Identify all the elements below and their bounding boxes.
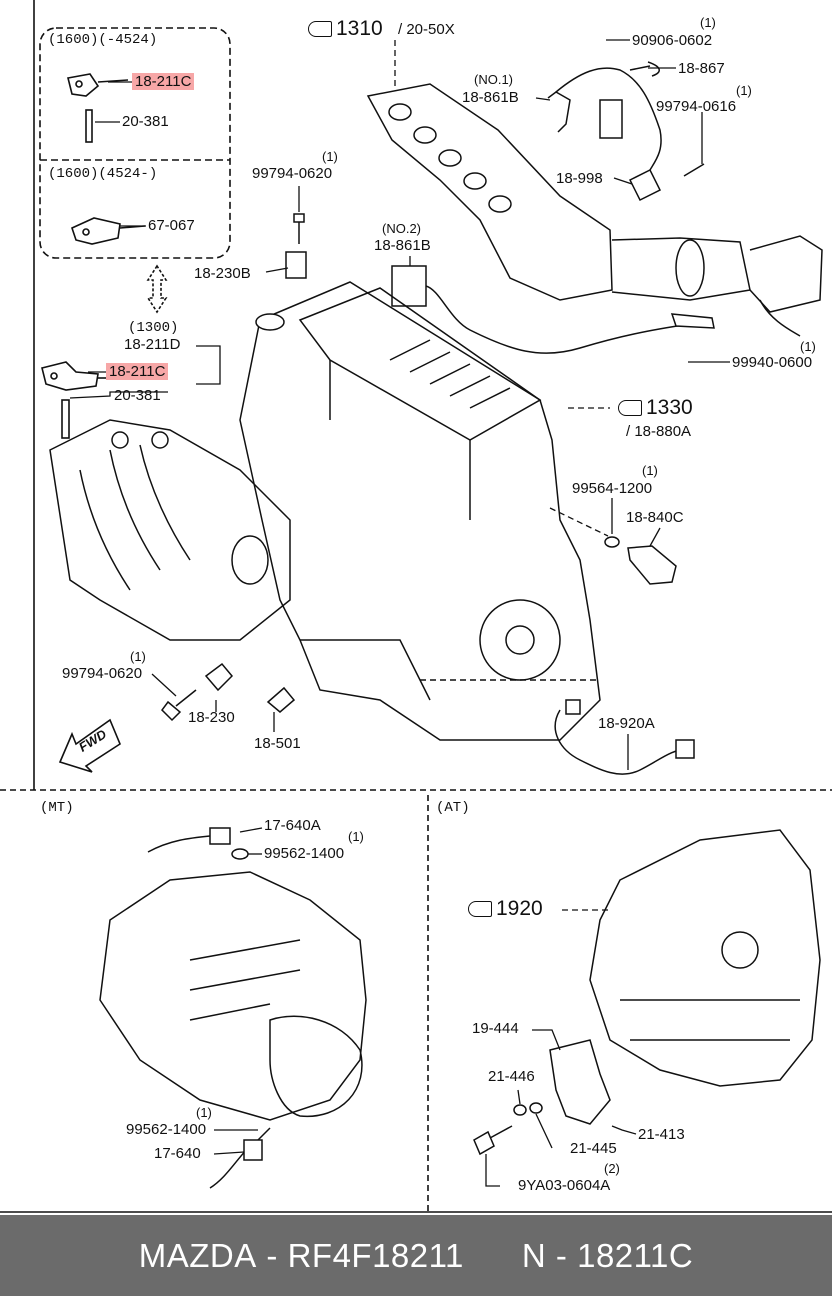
part-20-381-mid[interactable]: 20-381: [114, 387, 161, 404]
engine-block-icon: [239, 251, 601, 741]
part-18-230[interactable]: 18-230: [188, 709, 235, 726]
qty-99562-1400-bottom: (1): [196, 1105, 212, 1120]
part-17-640[interactable]: 17-640: [154, 1145, 201, 1162]
diagram-linework: [0, 0, 832, 1213]
reference-1920[interactable]: 1920: [468, 898, 543, 920]
qty-9ya03-0604a: (2): [604, 1161, 620, 1176]
part-99794-0620-top[interactable]: 99794-0620: [252, 165, 333, 182]
footer-brand: MAZDA: [138, 1236, 257, 1274]
coolant-temp-sensor-icon: [604, 536, 677, 585]
part-21-445[interactable]: 21-445: [570, 1140, 617, 1157]
qty-99564-1200: (1): [642, 463, 658, 478]
part-99940-0600[interactable]: 99940-0600: [732, 354, 813, 371]
part-18-501[interactable]: 18-501: [254, 735, 301, 752]
book-icon: [618, 400, 642, 417]
part-18-920a[interactable]: 18-920A: [598, 715, 655, 732]
group-label-1600-late: (1600)(4524-): [48, 166, 158, 182]
part-18-867[interactable]: 18-867: [678, 60, 725, 77]
qty-99794-0616: (1): [736, 83, 752, 98]
oxygen-sensor-no1-label: (NO.1): [474, 72, 513, 87]
footer-gap: [464, 1237, 522, 1275]
highlighted-part-18-211c-top[interactable]: 18-211C: [132, 73, 195, 90]
manual-transmission-icon: [99, 827, 367, 1189]
footer-oem-number: RF4F18211: [287, 1236, 464, 1274]
part-99794-0620-bottom[interactable]: 99794-0620: [62, 665, 143, 682]
oxygen-sensor-no1-icon: [547, 61, 705, 202]
footer-ref-prefix: N: [521, 1236, 547, 1274]
forward-arrow-icon: [58, 718, 121, 773]
parts-diagram: (1600)(-4524) 18-211C 20-381 (1600)(4524…: [0, 0, 832, 1213]
inhibitor-switch-icon: [473, 1039, 611, 1156]
part-19-444[interactable]: 19-444: [472, 1020, 519, 1037]
footer-sep-1: -: [256, 1236, 288, 1274]
part-99562-1400-top[interactable]: 99562-1400: [264, 845, 345, 862]
footer-bar: MAZDA - RF4F18211 N - 18211C: [0, 1215, 832, 1296]
part-18-861b-no2[interactable]: 18-861B: [374, 237, 431, 254]
qty-99562-1400-top: (1): [348, 829, 364, 844]
section-label-mt: (MT): [40, 800, 74, 816]
highlight-mid: 18-211C: [106, 363, 169, 380]
reference-18-880a: / 18-880A: [626, 423, 692, 440]
part-18-211d[interactable]: 18-211D: [124, 336, 181, 353]
knock-sensor-harness-icon: [420, 679, 695, 775]
part-99562-1400-bottom[interactable]: 99562-1400: [126, 1121, 207, 1138]
exhaust-manifold-icon: [366, 83, 823, 337]
qty-99940-0600: (1): [800, 339, 816, 354]
highlighted-part-18-211c-mid[interactable]: 18-211C: [106, 363, 169, 380]
group-label-1300: (1300): [128, 320, 179, 336]
section-label-at: (AT): [436, 800, 470, 816]
qty-90906-0602: (1): [700, 15, 716, 30]
book-icon: [308, 21, 332, 38]
part-67-067[interactable]: 67-067: [148, 217, 195, 234]
crank-angle-sensor-mid-icon: [41, 361, 108, 439]
intake-manifold-icon: [49, 419, 291, 641]
oxygen-sensor-no2-icon: [391, 265, 715, 354]
reference-20-50x: / 20-50X: [398, 21, 455, 38]
part-99794-0616[interactable]: 99794-0616: [656, 98, 737, 115]
book-icon: [468, 901, 492, 918]
footer-ref-number: 18211C: [577, 1236, 694, 1274]
part-18-998[interactable]: 18-998: [556, 170, 603, 187]
reference-1330[interactable]: 1330: [618, 397, 693, 419]
oxygen-sensor-no2-label: (NO.2): [382, 221, 421, 236]
part-18-840c[interactable]: 18-840C: [626, 509, 684, 526]
crank-angle-sensor-top-icon: [67, 73, 129, 143]
group-label-1600-early: (1600)(-4524): [48, 32, 158, 48]
part-20-381-top[interactable]: 20-381: [122, 113, 169, 130]
part-21-446[interactable]: 21-446: [488, 1068, 535, 1085]
part-18-861b-no1[interactable]: 18-861B: [462, 89, 519, 106]
part-18-230b[interactable]: 18-230B: [194, 265, 251, 282]
qty-99794-0620-bottom: (1): [130, 649, 146, 664]
camshaft-sensor-bolt-icon: [161, 213, 305, 722]
automatic-transmission-icon: [589, 829, 821, 1087]
part-21-413[interactable]: 21-413: [638, 1126, 685, 1143]
footer-sep-2: -: [546, 1236, 578, 1274]
part-9ya03-0604a[interactable]: 9YA03-0604A: [518, 1177, 611, 1194]
reference-1310[interactable]: 1310: [308, 18, 383, 40]
highlight-top: 18-211C: [132, 73, 195, 90]
part-90906-0602[interactable]: 90906-0602: [632, 32, 713, 49]
crank-angle-sensor-alt-icon: [71, 217, 146, 245]
part-99564-1200[interactable]: 99564-1200: [572, 480, 653, 497]
qty-99794-0620-top: (1): [322, 149, 338, 164]
part-17-640a[interactable]: 17-640A: [264, 817, 321, 834]
